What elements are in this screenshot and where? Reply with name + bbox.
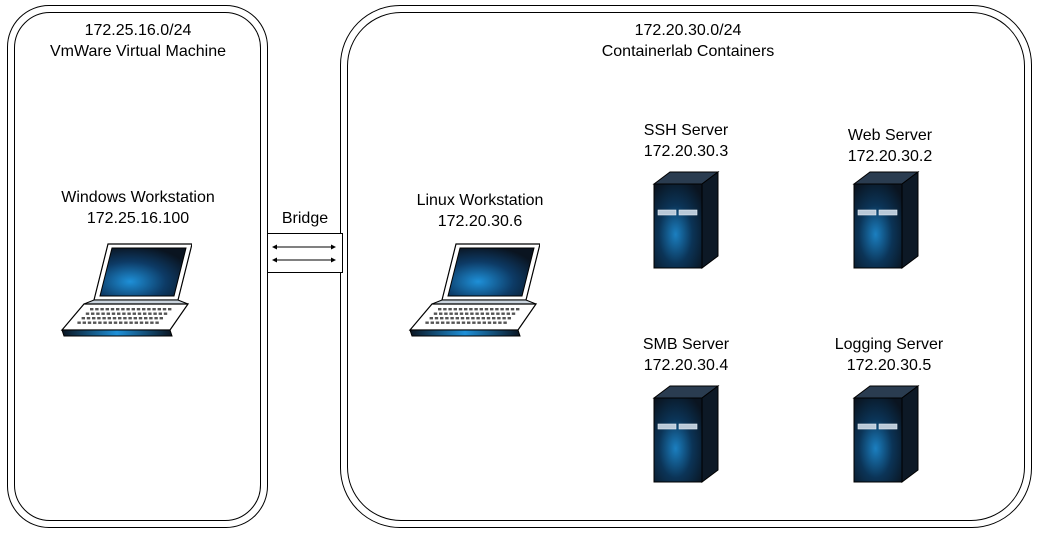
logging-server-ip: 172.20.30.5 [846, 357, 932, 374]
smb-server-label: SMB Server 172.20.30.4 [643, 334, 729, 376]
windows-workstation-label: Windows Workstation 172.25.16.100 [61, 187, 215, 229]
windows-workstation-name: Windows Workstation [61, 189, 215, 206]
laptop-icon[interactable] [60, 242, 192, 338]
server-tower-icon[interactable] [648, 384, 723, 484]
vm-zone-label: 172.25.16.0/24 VmWare Virtual Machine [50, 20, 226, 62]
vm-zone-subnet: 172.25.16.0/24 [84, 22, 192, 39]
bridge-icon [267, 233, 343, 273]
container-zone-name: Containerlab Containers [601, 43, 775, 60]
server-tower-icon[interactable] [648, 170, 723, 270]
linux-workstation-ip: 172.20.30.6 [437, 213, 523, 230]
web-server-ip: 172.20.30.2 [847, 148, 933, 165]
vm-zone-name: VmWare Virtual Machine [49, 43, 227, 60]
linux-workstation-name: Linux Workstation [416, 192, 544, 209]
server-tower-icon[interactable] [848, 384, 923, 484]
smb-server-name: SMB Server [642, 336, 730, 353]
windows-workstation-ip: 172.25.16.100 [86, 210, 190, 227]
container-zone-label: 172.20.30.0/24 Containerlab Containers [602, 20, 775, 62]
logging-server-name: Logging Server [834, 336, 944, 353]
ssh-server-name: SSH Server [643, 122, 729, 139]
container-zone-subnet: 172.20.30.0/24 [634, 22, 742, 39]
web-server-name: Web Server [847, 127, 933, 144]
server-tower-icon[interactable] [848, 170, 923, 270]
logging-server-label: Logging Server 172.20.30.5 [835, 334, 944, 376]
smb-server-ip: 172.20.30.4 [643, 357, 729, 374]
ssh-server-label: SSH Server 172.20.30.3 [644, 120, 729, 162]
ssh-server-ip: 172.20.30.3 [643, 143, 729, 160]
linux-workstation-label: Linux Workstation 172.20.30.6 [417, 190, 544, 232]
bridge-label: Bridge [281, 210, 329, 227]
laptop-icon[interactable] [408, 242, 540, 338]
web-server-label: Web Server 172.20.30.2 [848, 125, 933, 167]
